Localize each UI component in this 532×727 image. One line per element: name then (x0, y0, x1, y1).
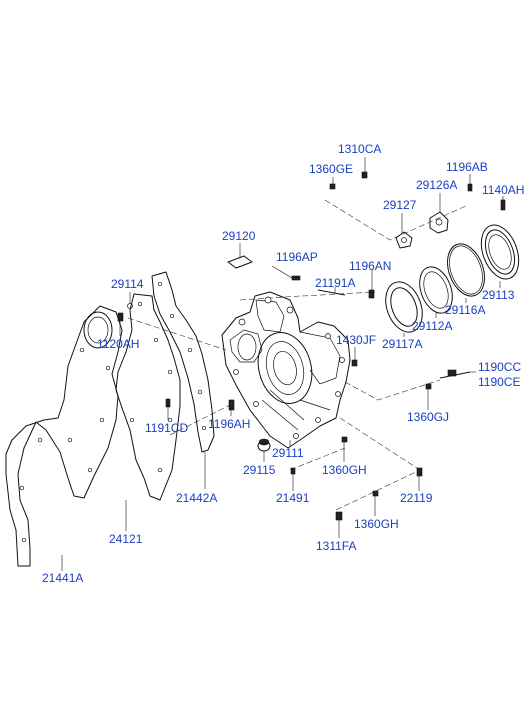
washer-1360GH-upper (341, 436, 348, 462)
label-1360GE[interactable]: 1360GE (309, 162, 353, 176)
label-29117A[interactable]: 29117A (382, 337, 422, 351)
label-1140AH[interactable]: 1140AH (482, 183, 524, 197)
label-29120[interactable]: 29120 (222, 229, 256, 243)
bolt-1140AH (500, 196, 506, 211)
label-1196AB[interactable]: 1196AB (446, 160, 488, 174)
gasket-21441A (5, 305, 123, 571)
bolt-1196AB (467, 174, 473, 192)
gasket-21442A (151, 271, 215, 489)
bracket-29127 (395, 213, 413, 249)
label-21441A[interactable]: 21441A (42, 571, 83, 585)
label-1191CD[interactable]: 1191CD (145, 421, 188, 435)
label-21442A[interactable]: 21442A (176, 491, 217, 505)
label-1360GJ[interactable]: 1360GJ (407, 410, 449, 424)
washer-1360GJ (425, 383, 432, 410)
label-1360GH-lower[interactable]: 1360GH (354, 517, 399, 531)
label-29113[interactable]: 29113 (482, 288, 515, 302)
pin-21191A (317, 287, 346, 296)
bolt-1311FA (335, 511, 343, 538)
bolt-1196AH (228, 399, 235, 416)
bolt-1196AP (271, 265, 301, 281)
bolt-22119 (416, 467, 423, 491)
label-1196AP[interactable]: 1196AP (276, 250, 318, 264)
ring-29112A (419, 266, 453, 318)
cap-29120 (227, 243, 253, 269)
label-1310CA[interactable]: 1310CA (338, 142, 381, 156)
label-1360GH-upper[interactable]: 1360GH (322, 463, 367, 477)
label-22119[interactable]: 22119 (400, 491, 433, 505)
pin-29114 (127, 292, 133, 309)
housing-29111 (221, 291, 351, 449)
label-1196AN[interactable]: 1196AN (349, 259, 391, 273)
bolt-21491 (290, 467, 296, 491)
reference-lines (127, 199, 469, 511)
label-21191A[interactable]: 21191A (315, 276, 355, 290)
label-29111[interactable]: 29111 (272, 446, 304, 460)
bolt-1310CA (361, 157, 368, 179)
oring-29116A (447, 243, 485, 303)
label-29127[interactable]: 29127 (383, 198, 417, 212)
label-1190CE[interactable]: 1190CE (478, 375, 520, 389)
bolt-1360GE (329, 177, 336, 190)
bracket-29126A (429, 193, 449, 234)
label-1196AH[interactable]: 1196AH (208, 417, 250, 431)
plug-1430JF (351, 347, 358, 367)
label-1311FA[interactable]: 1311FA (316, 539, 356, 553)
washer-1360GH-lower (372, 490, 379, 516)
label-1120AH[interactable]: 1120AH (97, 337, 139, 351)
label-29114[interactable]: 29114 (111, 277, 144, 291)
seal-29113 (480, 224, 520, 288)
bolt-1190CC (439, 369, 476, 379)
label-29116A[interactable]: 29116A (445, 303, 485, 317)
label-29126A[interactable]: 29126A (416, 178, 457, 192)
part-labels: 1310CA 1360GE 1196AB 29126A 1140AH 29127… (42, 142, 524, 585)
label-29112A[interactable]: 29112A (412, 319, 452, 333)
label-21491[interactable]: 21491 (276, 491, 310, 505)
label-24121[interactable]: 24121 (109, 532, 143, 546)
plate-24121 (115, 293, 181, 531)
label-1190CC[interactable]: 1190CC (478, 360, 521, 374)
label-1430JF[interactable]: 1430JF (336, 333, 376, 347)
seal-29117A (385, 281, 423, 337)
label-29115[interactable]: 29115 (243, 463, 276, 477)
dowel-1191CD (165, 398, 171, 420)
bolt-1196AN (368, 270, 375, 299)
cap-29115 (257, 438, 271, 462)
